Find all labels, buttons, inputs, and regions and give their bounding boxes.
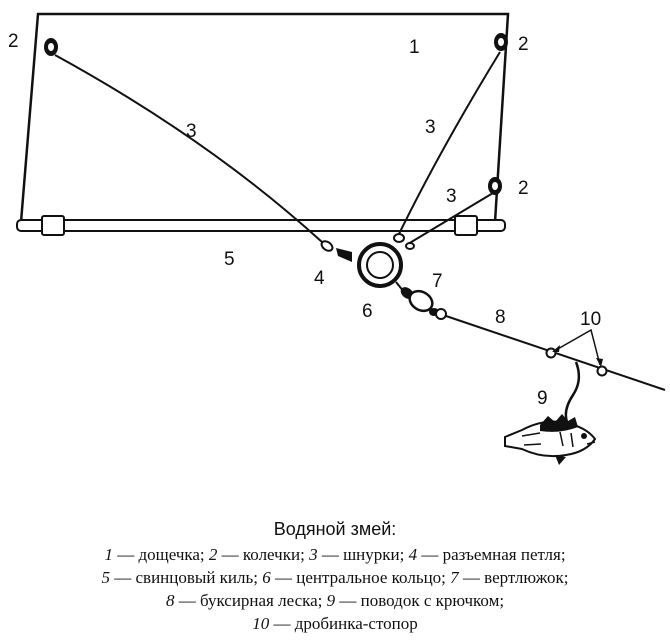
- caption-item-number: 7: [450, 568, 459, 587]
- cord-right-upper: [397, 51, 501, 237]
- ring-top-right: [494, 33, 508, 51]
- caption-line-1: 1 — дощечка; 2 — колечки; 3 — шнурки; 4 …: [0, 543, 670, 566]
- caption-item-text: — поводок с крючком;: [335, 591, 505, 610]
- label-shot-stopper: 10: [580, 309, 601, 330]
- caption-item-text: — буксирная леска;: [174, 591, 327, 610]
- ring-top-left: [44, 38, 58, 56]
- leader-line: [564, 361, 581, 423]
- label-swivel: 7: [432, 271, 443, 292]
- lead-keel: [16, 215, 506, 236]
- label-ring-mid-right: 2: [518, 178, 529, 199]
- caption-item-number: 9: [326, 591, 336, 610]
- label-cord-right-lower: 3: [446, 186, 457, 207]
- label-leader-hook: 9: [537, 388, 548, 409]
- caption-line-2: 5 — свинцовый киль; 6 — центральное коль…: [0, 566, 670, 589]
- caption-item-text: — шнурки;: [317, 545, 409, 564]
- caption-line-4: 10 — дробинка-стопор: [0, 612, 670, 635]
- caption-item-number: 5: [101, 568, 111, 587]
- label-ring-top-left: 2: [8, 31, 19, 52]
- caption-item-number: 6: [262, 568, 271, 587]
- swivel: [395, 281, 447, 320]
- caption-item-text: — центральное кольцо;: [270, 568, 451, 587]
- cord-left: [54, 54, 323, 243]
- label-cord-right-upper: 3: [425, 117, 436, 138]
- central-ring: [357, 233, 415, 288]
- caption-item-number: 10: [252, 614, 270, 633]
- caption-line-3: 8 — буксирная леска; 9 — поводок с крючк…: [0, 589, 670, 612]
- label-ring-top-right: 2: [518, 34, 529, 55]
- caption-item-text: — свинцовый киль;: [110, 568, 263, 587]
- shot-stopper-right: [596, 365, 608, 377]
- shot-stopper-left: [545, 347, 557, 359]
- label-board: 1: [409, 37, 420, 58]
- label-tow-line: 8: [495, 307, 506, 328]
- split-loop: [320, 240, 352, 262]
- label-central-ring: 6: [362, 301, 373, 322]
- label-cord-left: 3: [186, 121, 197, 142]
- fish-icon: [504, 414, 597, 465]
- caption-title: Водяной змей:: [273, 519, 397, 539]
- caption-item-number: 1: [104, 545, 113, 564]
- caption-item-text: — колечки;: [217, 545, 310, 564]
- cord-right-lower: [407, 192, 494, 245]
- caption-item-text: — дробинка-стопор: [269, 614, 418, 633]
- caption-item-number: 4: [408, 545, 418, 564]
- ring-mid-right: [488, 177, 502, 195]
- caption-item-text: — вертлюжок;: [458, 568, 569, 587]
- label-split-loop: 4: [314, 268, 325, 289]
- water-kite-diagram: 1 2 2 2 3 3 3 4 5 6 7 8 9 10: [8, 12, 666, 465]
- caption-item-number: 2: [208, 545, 218, 564]
- figure-caption: Водяной змей: 1 — дощечка; 2 — колечки; …: [0, 518, 670, 635]
- caption-item-text: — разъемная петля;: [417, 545, 566, 564]
- caption-item-text: — дощечка;: [112, 545, 209, 564]
- caption-item-number: 8: [165, 591, 175, 610]
- caption-item-number: 3: [309, 545, 318, 564]
- label-lead-keel: 5: [224, 249, 235, 270]
- pointer-lines-10: [555, 328, 601, 366]
